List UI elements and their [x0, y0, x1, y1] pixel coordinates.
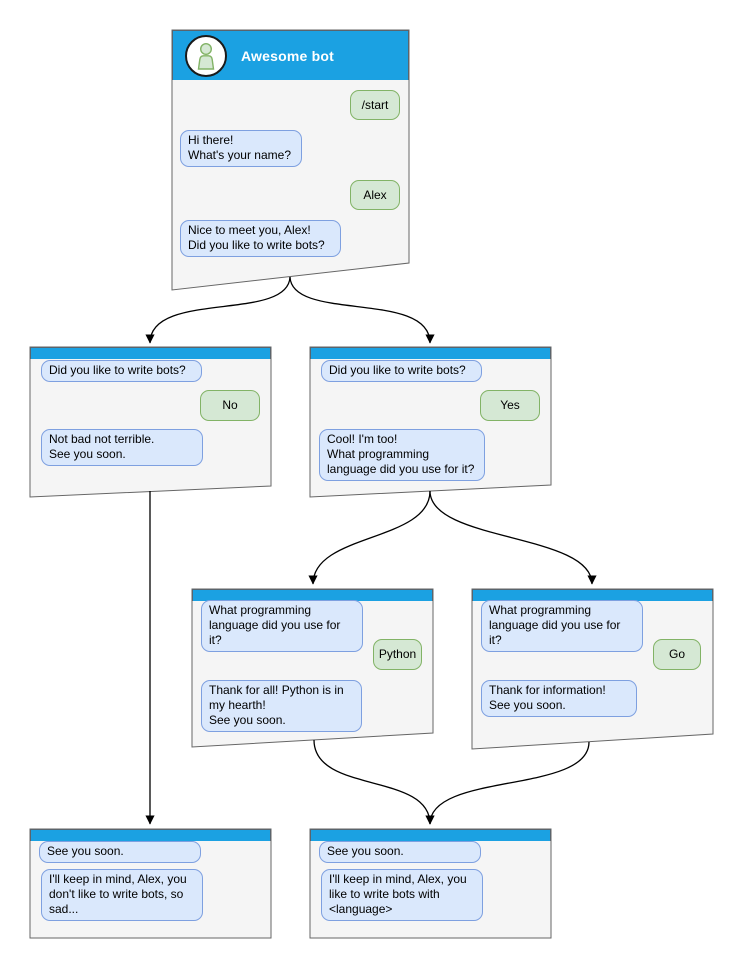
user-message-go: Go — [653, 639, 701, 670]
bot-message-language-question: What programming language did you use fo… — [201, 600, 363, 652]
connector-yes-to-python — [308, 490, 431, 585]
bot-message-end-yes-reply: I'll keep in mind, Alex, you like to wri… — [321, 869, 483, 921]
no-window-titlebar — [30, 347, 271, 359]
bot-message-yes-reply: Cool! I'm too! What programming language… — [319, 429, 485, 481]
bot-message-ask-bots: Nice to meet you, Alex! Did you like to … — [180, 220, 341, 257]
bot-message-greeting: Hi there! What's your name? — [180, 130, 302, 167]
connector-go-to-end — [425, 741, 590, 825]
python-window-titlebar — [192, 589, 433, 601]
bot-message-see-you: See you soon. — [39, 841, 201, 863]
bot-message-see-you: See you soon. — [319, 841, 481, 863]
end-no-window-titlebar — [30, 829, 271, 841]
bot-avatar — [185, 34, 227, 77]
bot-message-question: Did you like to write bots? — [41, 360, 202, 382]
user-message-start: /start — [350, 90, 400, 120]
main-window-titlebar: Awesome bot — [172, 30, 409, 80]
main-window-title: Awesome bot — [241, 47, 334, 64]
bot-message-no-reply: Not bad not terrible. See you soon. — [41, 429, 203, 466]
bot-message-language-question: What programming language did you use fo… — [481, 600, 643, 652]
end-yes-window-titlebar — [310, 829, 551, 841]
user-message-yes: Yes — [480, 390, 540, 421]
connector-yes-to-go — [429, 490, 597, 585]
user-message-no: No — [200, 390, 260, 421]
connector-python-to-end — [313, 739, 435, 825]
connector-main-to-yes — [289, 276, 435, 344]
user-message-name: Alex — [350, 180, 400, 210]
bot-message-question: Did you like to write bots? — [321, 360, 482, 382]
bot-message-go-reply: Thank for information! See you soon. — [481, 680, 637, 717]
yes-window-titlebar — [310, 347, 551, 359]
bot-message-end-no-reply: I'll keep in mind, Alex, you don't like … — [41, 869, 203, 921]
user-message-python: Python — [373, 639, 422, 670]
bot-message-python-reply: Thank for all! Python is in my hearth! S… — [201, 680, 362, 732]
person-icon — [197, 42, 215, 70]
go-window-titlebar — [472, 589, 713, 601]
connector-main-to-no — [145, 276, 291, 344]
